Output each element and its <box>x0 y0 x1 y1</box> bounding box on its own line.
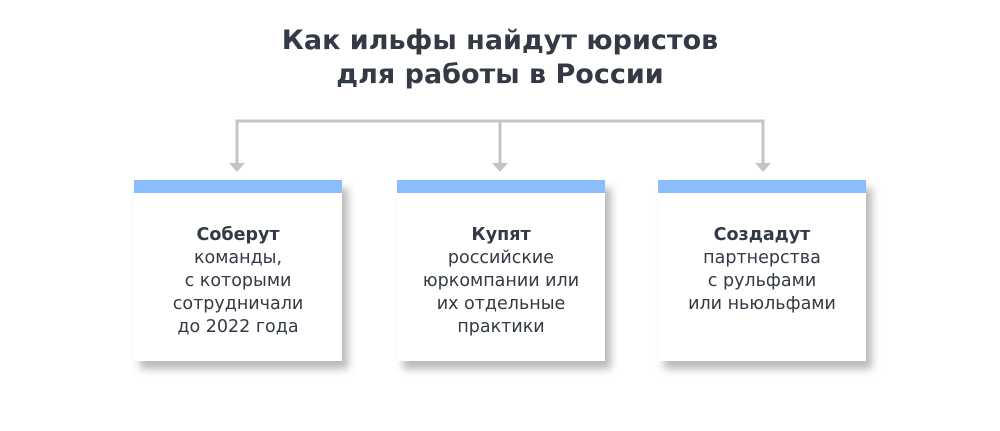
card-text: команды, <box>193 248 283 268</box>
card-text: российские <box>447 248 555 268</box>
card-text: или ньюльфами <box>688 294 836 314</box>
card-text: с которыми <box>184 271 292 291</box>
card-text: юркомпании или <box>422 271 580 291</box>
card-accent-bar <box>658 180 866 193</box>
card-heading: Соберут <box>196 225 280 245</box>
card-text: сотрудничали <box>172 294 304 314</box>
card-accent-bar <box>134 180 342 193</box>
title-line-2: для работы в России <box>336 59 664 90</box>
card-heading: Создадут <box>713 225 811 245</box>
card-accent-bar <box>397 180 605 193</box>
card-text: с рульфами <box>707 271 817 291</box>
arrow-down-icon <box>229 163 245 172</box>
arrow-down-icon <box>492 163 508 172</box>
card-text: их отдельные <box>436 294 566 314</box>
card-heading: Купят <box>471 225 531 245</box>
title-line-1: Как ильфы найдут юристов <box>281 25 719 56</box>
card-text: до 2022 года <box>177 317 299 337</box>
card-text: практики <box>457 317 545 337</box>
option-card-create: Создадут партнерства с рульфами или ньюл… <box>658 180 866 361</box>
diagram-title: Как ильфы найдут юристов для работы в Ро… <box>0 24 1000 92</box>
arrow-down-icon <box>755 163 771 172</box>
option-card-buy: Купят российские юркомпании или их отдел… <box>397 180 605 361</box>
card-text: партнерства <box>703 248 821 268</box>
option-card-assemble: Соберут команды, с которыми сотрудничали… <box>134 180 342 361</box>
